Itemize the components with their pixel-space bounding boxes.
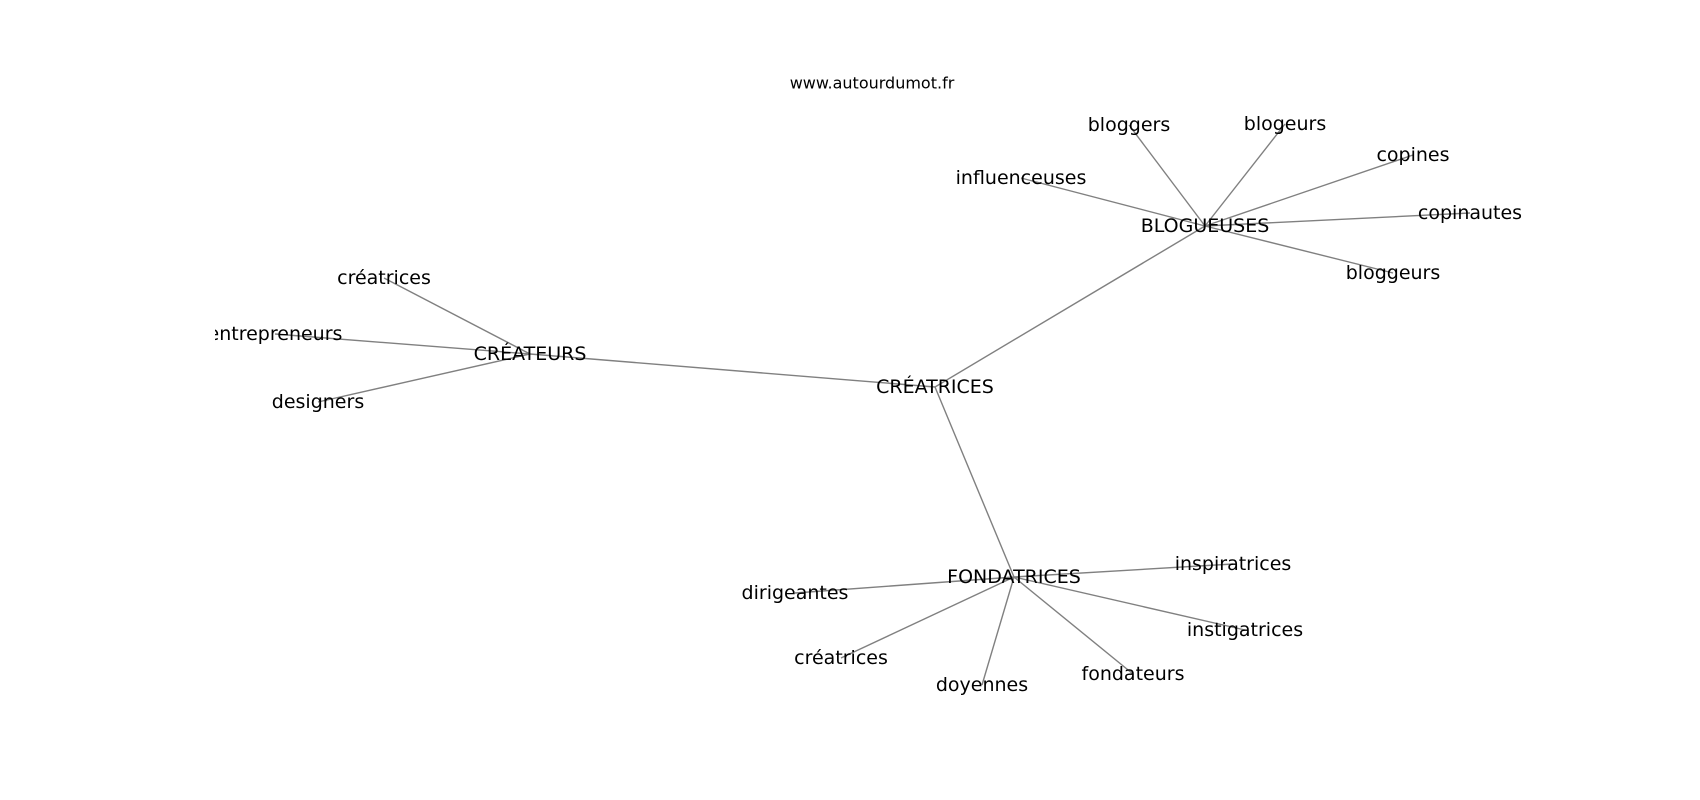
node-createurs-entrepreneurs[interactable]: entrepreneurs: [208, 323, 343, 345]
node-blog-bloggeurs[interactable]: bloggeurs: [1346, 262, 1441, 284]
edge-root-to-hub_blogueuses: [934, 225, 1206, 388]
node-fond-dirigeantes[interactable]: dirigeantes: [742, 582, 849, 604]
node-root[interactable]: CRÉATRICES: [876, 375, 994, 398]
labels-layer: CRÉATRICES CRÉATEURS BLOGUEUSES FONDATRICES…: [208, 113, 1522, 696]
edge-hub_fondatrices-to-fond_dirigeantes: [794, 576, 1015, 594]
node-fond-creatrices[interactable]: créatrices: [794, 647, 888, 669]
node-fond-fondateurs[interactable]: fondateurs: [1082, 663, 1185, 685]
edge-hub_fondatrices-to-fond_creatrices: [840, 576, 1015, 659]
node-hub-fondatrices[interactable]: FONDATRICES: [947, 566, 1081, 588]
edge-root-to-hub_createurs: [529, 353, 936, 388]
node-fond-inspiratrices[interactable]: inspiratrices: [1175, 553, 1292, 575]
node-fond-doyennes[interactable]: doyennes: [936, 674, 1028, 696]
edge-hub_fondatrices-to-fond_instigatrices: [1013, 576, 1246, 631]
edge-hub_blogueuses-to-blog_copines: [1204, 154, 1414, 227]
node-blog-blogeurs[interactable]: blogeurs: [1244, 113, 1326, 135]
edge-hub_blogueuses-to-blog_influenceuses: [1020, 177, 1206, 227]
edges-layer: [274, 123, 1471, 686]
edge-hub_blogueuses-to-blog_copinautes: [1204, 212, 1471, 227]
edge-hub_createurs-to-createurs_entrepreneurs: [274, 333, 531, 355]
node-blog-copines[interactable]: copines: [1376, 144, 1449, 166]
node-hub-blogueuses[interactable]: BLOGUEUSES: [1141, 215, 1270, 237]
edge-hub_blogueuses-to-blog_bloggers: [1128, 124, 1206, 227]
edge-hub_fondatrices-to-fond_fondateurs: [1013, 576, 1134, 675]
edge-hub_blogueuses-to-blog_bloggeurs: [1204, 225, 1394, 274]
edge-hub_fondatrices-to-fond_inspiratrices: [1013, 563, 1234, 578]
node-hub-createurs[interactable]: CRÉATEURS: [474, 342, 587, 365]
edge-hub_createurs-to-createurs_creatrices: [383, 277, 531, 355]
node-blog-bloggers[interactable]: bloggers: [1088, 114, 1171, 136]
edge-hub_blogueuses-to-blog_blogeurs: [1204, 123, 1286, 227]
node-createurs-creatrices[interactable]: créatrices: [337, 267, 431, 289]
watermark-text: www.autourdumot.fr: [790, 74, 955, 93]
node-blog-influenceuses[interactable]: influenceuses: [956, 167, 1087, 189]
edge-root-to-hub_fondatrices: [934, 386, 1015, 578]
edge-hub_fondatrices-to-fond_doyennes: [981, 576, 1015, 686]
node-fond-instigatrices[interactable]: instigatrices: [1187, 619, 1303, 641]
edge-hub_createurs-to-createurs_designers: [317, 353, 531, 403]
node-createurs-designers[interactable]: designers: [272, 391, 364, 413]
node-blog-copinautes[interactable]: copinautes: [1418, 202, 1522, 224]
